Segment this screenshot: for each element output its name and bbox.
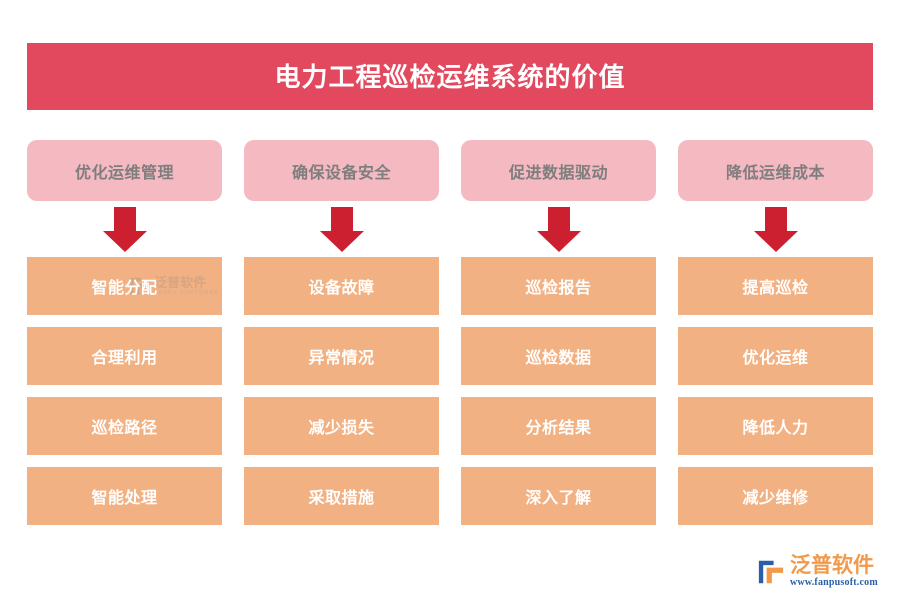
item-label: 巡检路径 <box>91 420 158 437</box>
item-label: 智能分配 <box>91 280 158 297</box>
item-label: 合理利用 <box>91 350 158 367</box>
column-1-header[interactable]: 优化运维管理 <box>27 140 222 201</box>
column-4-items: 提高巡检 优化运维 降低人力 减少维修 <box>678 257 873 525</box>
item-label: 巡检报告 <box>525 280 592 297</box>
columns-grid: 优化运维管理 智能分配 泛普软件 <box>27 140 873 554</box>
arrow-down-icon <box>102 206 147 252</box>
column-1-items: 智能分配 泛普软件 FANPU SOFTWARE 合理利用 <box>27 257 222 525</box>
item-label: 降低人力 <box>742 420 809 437</box>
item-label: 分析结果 <box>525 420 592 437</box>
column-2: 确保设备安全 设备故障 异常情况 减少损失 采取措施 <box>244 140 439 554</box>
column-1: 优化运维管理 智能分配 泛普软件 <box>27 140 222 554</box>
arrow-down-icon <box>319 206 364 252</box>
list-item[interactable]: 采取措施 <box>244 467 439 525</box>
list-item[interactable]: 减少维修 <box>678 467 873 525</box>
column-4-header[interactable]: 降低运维成本 <box>678 140 873 201</box>
item-label: 深入了解 <box>525 490 592 507</box>
item-label: 提高巡检 <box>742 280 809 297</box>
list-item[interactable]: 提高巡检 <box>678 257 873 315</box>
watermark-name: 泛普软件 <box>154 274 207 290</box>
brand-name: 泛普软件 <box>790 554 874 577</box>
brand-logo: 泛普软件 www.fanpusoft.com <box>757 555 878 588</box>
column-2-header-label: 确保设备安全 <box>291 164 391 182</box>
list-item[interactable]: 深入了解 <box>461 467 656 525</box>
list-item[interactable]: 智能处理 <box>27 467 222 525</box>
column-3-arrow <box>461 201 656 257</box>
page-title: 电力工程巡检运维系统的价值 <box>274 61 626 92</box>
column-1-header-label: 优化运维管理 <box>74 164 174 182</box>
item-label: 设备故障 <box>308 280 375 297</box>
list-item[interactable]: 设备故障 <box>244 257 439 315</box>
column-2-arrow <box>244 201 439 257</box>
list-item[interactable]: 巡检数据 <box>461 327 656 385</box>
fanpu-logo-icon <box>758 560 784 583</box>
list-item[interactable]: 降低人力 <box>678 397 873 455</box>
list-item[interactable]: 巡检报告 <box>461 257 656 315</box>
list-item[interactable]: 异常情况 <box>244 327 439 385</box>
item-label: 智能处理 <box>91 490 158 507</box>
item-label: 采取措施 <box>308 490 375 507</box>
arrow-down-icon <box>536 206 581 252</box>
column-1-arrow <box>27 201 222 257</box>
title-banner: 电力工程巡检运维系统的价值 <box>27 43 873 110</box>
arrow-down-icon <box>753 206 798 252</box>
column-2-header[interactable]: 确保设备安全 <box>244 140 439 201</box>
list-item[interactable]: 分析结果 <box>461 397 656 455</box>
list-item[interactable]: 减少损失 <box>244 397 439 455</box>
column-4-arrow <box>678 201 873 257</box>
item-label: 巡检数据 <box>525 350 592 367</box>
item-label: 减少维修 <box>742 490 809 507</box>
list-item[interactable]: 合理利用 <box>27 327 222 385</box>
list-item[interactable]: 优化运维 <box>678 327 873 385</box>
column-4: 降低运维成本 提高巡检 优化运维 降低人力 减少维修 <box>678 140 873 554</box>
column-2-items: 设备故障 异常情况 减少损失 采取措施 <box>244 257 439 525</box>
brand-url: www.fanpusoft.com <box>790 577 878 588</box>
item-label: 优化运维 <box>742 350 809 367</box>
column-3-header[interactable]: 促进数据驱动 <box>461 140 656 201</box>
column-3-items: 巡检报告 巡检数据 分析结果 深入了解 <box>461 257 656 525</box>
watermark-subtitle: FANPU SOFTWARE <box>154 289 219 296</box>
item-label: 减少损失 <box>308 420 375 437</box>
item-label: 异常情况 <box>308 350 375 367</box>
column-3: 促进数据驱动 巡检报告 巡检数据 分析结果 深入了解 <box>461 140 656 554</box>
list-item[interactable]: 巡检路径 <box>27 397 222 455</box>
list-item[interactable]: 智能分配 泛普软件 FANPU SOFTWARE <box>27 257 222 315</box>
column-3-header-label: 促进数据驱动 <box>508 164 608 182</box>
column-4-header-label: 降低运维成本 <box>725 164 825 182</box>
